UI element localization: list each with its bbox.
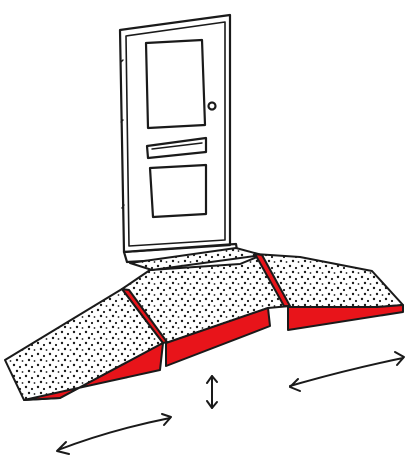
double-headed-vertical-arrow-icon: [207, 376, 217, 408]
letterbox-icon: [147, 138, 206, 158]
door-icon: [120, 15, 238, 262]
double-headed-arrow-right-icon: [290, 352, 404, 391]
door-knob-icon: [209, 103, 216, 110]
ramp-top-surfaces: [5, 248, 403, 400]
double-headed-arrow-left-icon: [57, 414, 171, 454]
ramp-right-side: [288, 305, 403, 330]
